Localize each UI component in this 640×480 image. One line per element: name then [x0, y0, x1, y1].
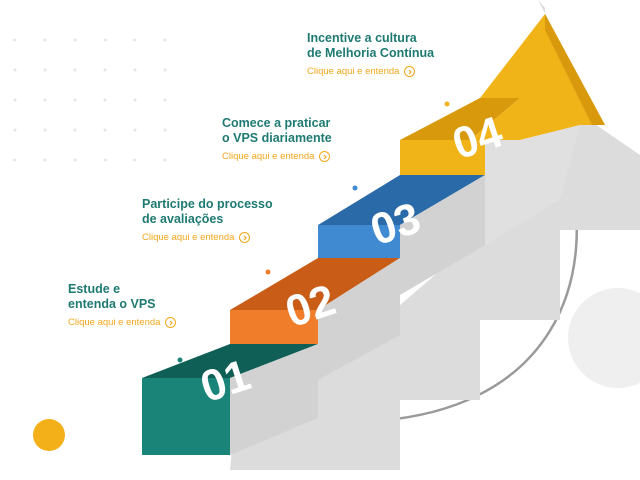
decorative-dot-grid — [13, 38, 167, 162]
chevron-right-circle-icon — [404, 66, 416, 77]
step-4-connector-dot — [444, 101, 450, 107]
step-1-link[interactable]: Clique aqui e entenda — [68, 317, 177, 328]
step-2-title: Participe do processo de avaliações — [142, 197, 273, 227]
step-1-title-line1: Estude e — [68, 282, 121, 296]
step-4-title-line2: de Melhoria Contínua — [307, 46, 435, 60]
step-3-link[interactable]: Clique aqui e entenda — [222, 151, 331, 162]
step-1-block: 01 — [142, 344, 318, 455]
step-1-title-line2: entenda o VPS — [68, 297, 156, 311]
step-1-link-label: Clique aqui e entenda — [68, 317, 161, 328]
step-4-link[interactable]: Clique aqui e entenda — [307, 66, 416, 77]
chevron-right-circle-icon — [239, 232, 251, 243]
step-4-title-line1: Incentive a cultura — [307, 31, 417, 45]
chevron-right-circle-icon — [165, 317, 177, 328]
step-2-link[interactable]: Clique aqui e entenda — [142, 232, 251, 243]
decorative-yellow-dot — [33, 419, 65, 451]
step-3-link-label: Clique aqui e entenda — [222, 151, 315, 162]
step-3-connector-dot — [352, 185, 358, 191]
step-1-connector-dot — [177, 357, 183, 363]
step-4-link-label: Clique aqui e entenda — [307, 66, 400, 77]
step-2-link-label: Clique aqui e entenda — [142, 232, 235, 243]
step-2-block: 02 — [230, 258, 400, 380]
step-3-title: Comece a praticar o VPS diariamente — [222, 116, 332, 146]
step-3-block: 03 — [318, 175, 485, 295]
step-2-title-line1: Participe do processo — [142, 197, 273, 211]
step-3-title-line2: o VPS diariamente — [222, 131, 332, 145]
step-2-connector-dot — [265, 269, 271, 275]
step-4-title: Incentive a cultura de Melhoria Contínua — [307, 31, 434, 61]
step-2-title-line2: de avaliações — [142, 212, 224, 226]
decorative-gray-circle — [568, 288, 640, 388]
step-3-title-line1: Comece a praticar — [222, 116, 331, 130]
step-4-block: 04 — [400, 14, 605, 245]
chevron-right-circle-icon — [319, 151, 331, 162]
step-1-title: Estude e entenda o VPS — [68, 282, 156, 312]
